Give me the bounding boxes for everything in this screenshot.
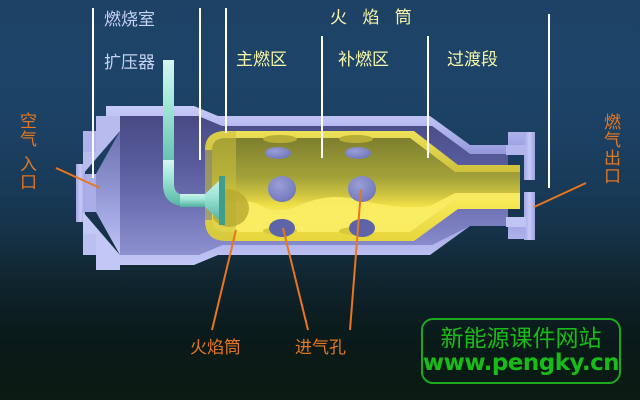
label-air-inlet-col1: 空气 <box>16 112 36 148</box>
label-primary-zone: 主燃区 <box>236 50 287 70</box>
outlet-neck-upper <box>506 145 526 155</box>
leader-intake-hole-a <box>282 227 309 331</box>
label-flame-tube-bottom: 火焰筒 <box>190 338 241 358</box>
leader-lines <box>55 167 587 331</box>
cooling-slot <box>263 135 297 143</box>
label-diffuser: 扩压器 <box>104 53 155 73</box>
intake-hole <box>269 219 295 237</box>
outlet-neck-lower <box>506 217 526 227</box>
injector-vertical-pipe <box>163 60 174 180</box>
injector-horizontal-pipe <box>180 194 210 207</box>
inlet-flange <box>76 164 85 222</box>
inlet-cone <box>96 131 120 255</box>
watermark-url: www.pengky.cn <box>422 350 620 376</box>
intake-hole <box>348 176 376 202</box>
label-secondary-zone: 补燃区 <box>338 50 389 70</box>
flame-tube-upper-wall <box>205 131 520 172</box>
label-intake-holes: 进气孔 <box>295 338 346 358</box>
intake-hole <box>349 219 375 237</box>
inlet-throat <box>83 174 96 212</box>
intake-hole <box>345 147 371 159</box>
casing-lower-wall <box>106 217 530 270</box>
injector-nozzle-face <box>219 176 225 225</box>
section-divider-lines <box>92 8 550 188</box>
flame-tube-lower-wall <box>205 200 520 241</box>
inlet-lower-step <box>83 234 96 255</box>
fuel-injector <box>163 60 225 225</box>
watermark-chinese: 新能源课件网站 <box>440 325 602 352</box>
leader-gas-outlet <box>533 182 587 208</box>
inlet-upper-step <box>83 131 96 152</box>
casing-upper-wall <box>106 106 530 154</box>
injector-nozzle-cone <box>205 178 222 223</box>
leader-intake-hole-b <box>349 189 362 331</box>
label-combustor: 燃烧室 <box>104 10 155 30</box>
label-flame-tube-header: 火 焰 筒 <box>330 8 417 28</box>
intake-hole <box>265 147 291 159</box>
flame-tube-assembly <box>205 131 520 241</box>
outlet-flange-lower <box>524 192 535 240</box>
label-gas-outlet: 燃气出口 <box>600 113 620 185</box>
watermark-badge: 新能源课件网站 www.pengky.cn <box>421 318 621 384</box>
inlet-lower-shoulder <box>83 212 120 270</box>
intake-hole <box>268 176 296 202</box>
leader-air-inlet <box>55 167 101 189</box>
outlet-flange-upper <box>524 132 535 180</box>
cooling-slot <box>339 135 373 143</box>
label-transition-section: 过渡段 <box>447 50 498 70</box>
label-air-inlet-col2: 入口 <box>16 155 36 191</box>
leader-flame-tube <box>211 229 237 331</box>
